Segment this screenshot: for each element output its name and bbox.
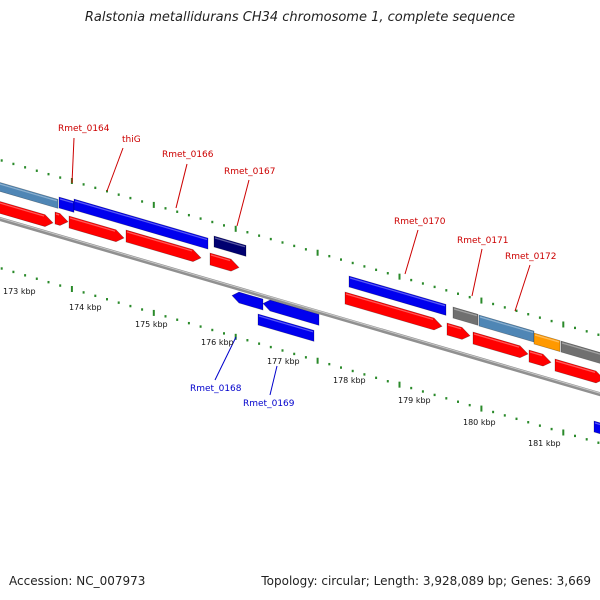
gene-red-shine — [345, 293, 434, 320]
forward-leader — [404, 229, 419, 275]
gene-blue — [58, 196, 75, 213]
gene-red — [125, 229, 202, 262]
gene-red — [68, 215, 125, 243]
gene-blue — [73, 198, 209, 250]
gene-gray-shine — [453, 308, 478, 317]
reverse-gene-label: Rmet_0168 — [190, 384, 242, 394]
forward-leader — [106, 147, 124, 192]
scale-label: 176 kbp — [201, 338, 234, 347]
leader-layer — [71, 137, 531, 396]
gene-red-shine — [555, 360, 596, 373]
reverse-gene-label: Rmet_0169 — [243, 399, 295, 409]
gene-reverse-block-shine — [258, 315, 314, 333]
gene-blue-shine — [349, 277, 446, 307]
backbone-outer — [0, 216, 600, 397]
gene-reverse — [231, 291, 264, 311]
label-layer: 173 kbp 174 kbp 175 kbp 176 kbp 177 kbp 178 k… — [3, 124, 561, 448]
gene-red — [344, 291, 443, 331]
gene-red-shine — [473, 333, 520, 348]
forward-gene-label: Rmet_0171 — [457, 236, 509, 246]
gene-red-shine — [55, 213, 60, 216]
scale-label: 178 kbp — [333, 376, 366, 385]
backbone-layer — [0, 216, 600, 397]
accession-text: Accession: NC_007973 — [9, 574, 146, 588]
gene-reverse — [262, 299, 320, 326]
gene-navy — [213, 235, 247, 257]
gene-orange-shine — [534, 334, 560, 343]
forward-leader — [71, 137, 75, 184]
backbone-highlight — [0, 217, 600, 394]
gene-blue-shine — [74, 200, 208, 241]
scale-label: 173 kbp — [3, 287, 36, 296]
gene-red — [528, 349, 552, 367]
scale-label: 174 kbp — [69, 303, 102, 312]
summary-text: Topology: circular; Length: 3,928,089 bp… — [261, 574, 591, 588]
scale-label: 180 kbp — [463, 418, 496, 427]
gene-reverse-block — [257, 313, 315, 342]
gene-red — [0, 201, 54, 227]
gene-red — [554, 358, 600, 384]
gene-reverse-edge-shine — [594, 422, 600, 426]
reverse-leader — [214, 336, 237, 381]
forward-gene-label: Rmet_0170 — [394, 217, 446, 227]
gene-navy-shine — [214, 237, 246, 248]
gene-steel — [0, 182, 59, 209]
gene-red — [54, 211, 69, 226]
scale-label: 175 kbp — [135, 320, 168, 329]
forward-leader — [514, 264, 531, 312]
gene-red-shine — [210, 254, 231, 262]
forward-gene-label: Rmet_0164 — [58, 124, 110, 134]
gene-gray-shine — [561, 342, 600, 355]
gene-orange — [533, 332, 561, 352]
gene-blue — [348, 275, 447, 316]
gene-gray — [452, 306, 479, 326]
gene-red-shine — [529, 351, 543, 357]
gene-reverse-edge — [593, 420, 600, 435]
gene-red-shine — [447, 324, 462, 330]
scale-label: 177 kbp — [267, 357, 300, 366]
forward-gene-label: thiG — [122, 135, 141, 145]
map-title: Ralstonia metallidurans CH34 chromosome … — [84, 10, 516, 25]
tick-layer — [0, 159, 600, 444]
gene-steel-shine — [479, 316, 534, 334]
gene-red-shine — [126, 231, 193, 252]
gene-red — [446, 322, 471, 340]
forward-leader — [471, 248, 483, 297]
gene-blue-shine — [59, 198, 74, 204]
gene-steel-shine — [0, 183, 58, 202]
gene-layer — [0, 182, 600, 435]
gene-red-shine — [69, 217, 116, 232]
gene-red — [472, 331, 529, 359]
forward-leader — [236, 179, 250, 227]
gene-red-shine — [0, 202, 45, 217]
scale-label: 179 kbp — [398, 396, 431, 405]
forward-gene-label: Rmet_0167 — [224, 167, 276, 177]
gene-red — [209, 252, 240, 272]
gene-gray — [560, 340, 600, 364]
forward-gene-label: Rmet_0172 — [505, 252, 557, 262]
forward-gene-label: Rmet_0166 — [162, 150, 214, 160]
reverse-leader — [269, 365, 278, 396]
scale-label: 181 kbp — [528, 439, 561, 448]
forward-leader — [175, 163, 188, 209]
